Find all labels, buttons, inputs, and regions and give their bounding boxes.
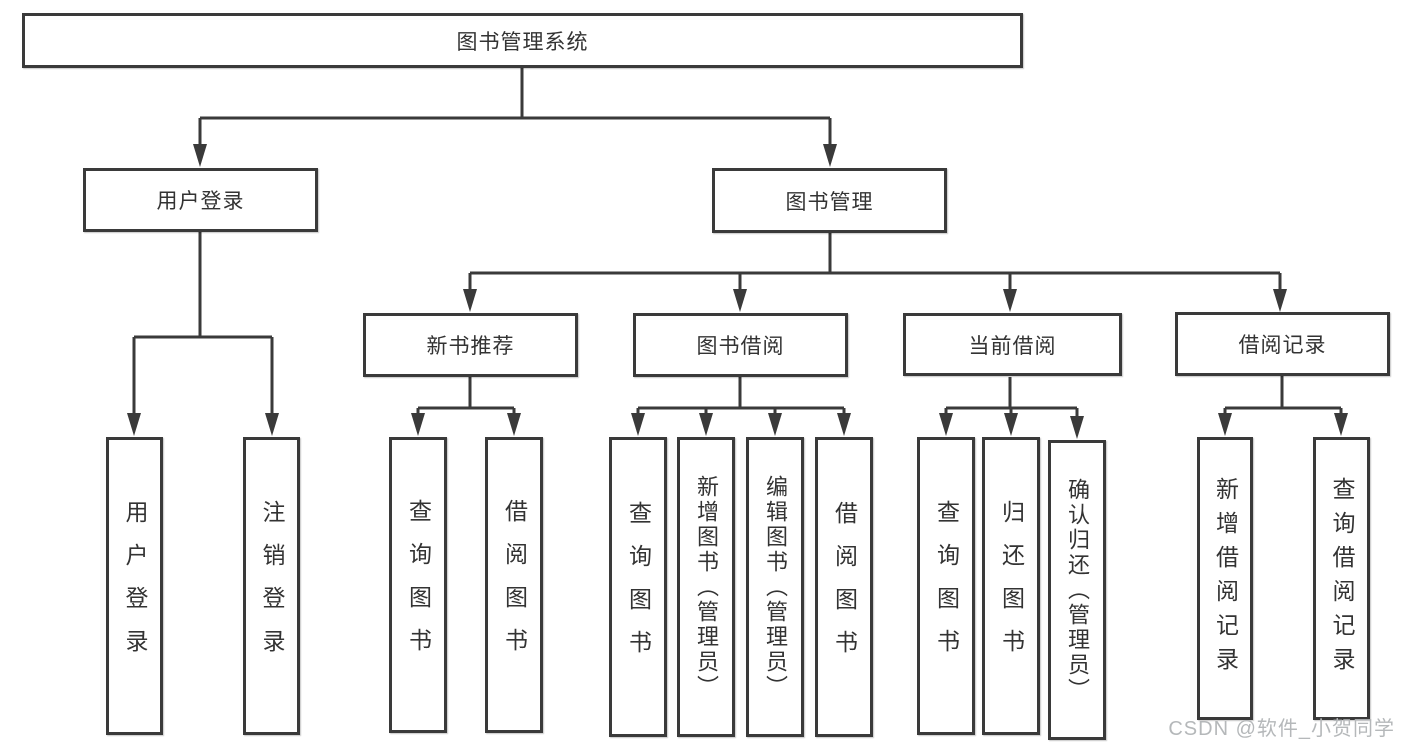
- node-book-borrowing: 图书借阅: [633, 313, 848, 377]
- node-leaf-logout: 注销登录: [243, 437, 300, 735]
- node-new-book-recommendation: 新书推荐: [363, 313, 578, 377]
- connector-current-borrow-children: [939, 377, 1084, 439]
- node-leaf-query-books: 查询图书: [389, 437, 447, 733]
- node-leaf-confirm-return-admin: 确认归还（管理员）: [1048, 440, 1106, 740]
- connector-user-login-children: [127, 232, 279, 436]
- csdn-watermark: CSDN @软件_小贺同学: [1168, 718, 1395, 740]
- node-book-management: 图书管理: [712, 168, 947, 233]
- connector-root-to-level2: [193, 68, 837, 167]
- node-leaf-return-books: 归还图书: [982, 437, 1040, 735]
- node-current-borrowing: 当前借阅: [903, 313, 1122, 376]
- node-borrowing-records: 借阅记录: [1175, 312, 1390, 376]
- node-leaf-query-books-2: 查询图书: [609, 437, 667, 737]
- node-leaf-borrow-books-2: 借阅图书: [815, 437, 873, 737]
- node-leaf-user-login: 用户登录: [106, 437, 163, 735]
- node-library-management-system: 图书管理系统: [22, 13, 1023, 68]
- connector-new-book-rec-children: [411, 377, 521, 436]
- node-leaf-edit-books-admin: 编辑图书（管理员）: [746, 437, 804, 737]
- node-leaf-add-books-admin: 新增图书（管理员）: [677, 437, 735, 737]
- node-leaf-query-borrow-record: 查询借阅记录: [1313, 437, 1370, 720]
- node-leaf-query-books-3: 查询图书: [917, 437, 975, 735]
- node-user-login: 用户登录: [83, 168, 318, 232]
- connector-book-borrow-children: [631, 377, 851, 436]
- node-leaf-add-borrow-record: 新增借阅记录: [1197, 437, 1253, 720]
- connector-borrow-record-children: [1218, 376, 1348, 436]
- connector-book-mgmt-children: [463, 233, 1287, 312]
- node-leaf-borrow-books: 借阅图书: [485, 437, 543, 733]
